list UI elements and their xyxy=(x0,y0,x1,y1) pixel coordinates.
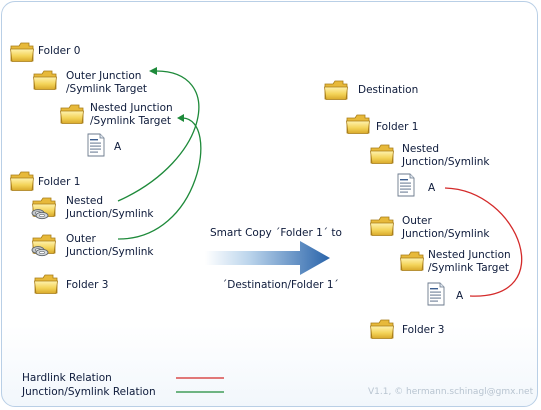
dest-file-a1-icon xyxy=(397,173,415,197)
dest-outer-label-2: Junction/Symlink xyxy=(402,228,490,240)
nested-junction-relation xyxy=(117,117,202,240)
dest-nested-target-folder-icon xyxy=(400,251,424,271)
dest-nested-label-1: Nested xyxy=(402,143,440,155)
outer-link-label-1: Outer xyxy=(66,233,96,245)
folder3-label: Folder 3 xyxy=(66,279,109,291)
outer-target-folder-icon xyxy=(33,70,57,90)
outer-target-label-1: Outer Junction xyxy=(66,70,142,82)
outer-link-label-2: Junction/Symlink xyxy=(66,246,154,258)
copy-caption-line1: Smart Copy ´Folder 1´ to xyxy=(210,227,342,239)
folder1-label: Folder 1 xyxy=(38,176,81,188)
hardlink-relation xyxy=(444,187,523,297)
nested-link-icon xyxy=(32,198,56,219)
legend-hardlink-label: Hardlink Relation xyxy=(22,372,112,384)
version-credit: V1.1, © hermann.schinagl@gmx.net xyxy=(368,387,534,397)
folder0-label: Folder 0 xyxy=(38,45,81,57)
dest-folder3-label: Folder 3 xyxy=(402,324,445,336)
folder3-icon xyxy=(34,274,58,294)
destination-label: Destination xyxy=(358,84,419,96)
dest-outer-folder-icon xyxy=(370,216,394,236)
nested-link-label-1: Nested xyxy=(66,195,104,207)
file-a-icon xyxy=(87,133,105,157)
dest-nested-label-2: Junction/Symlink xyxy=(402,156,490,168)
dest-file-a1-label: A xyxy=(428,182,436,194)
destination-folder-icon xyxy=(324,80,348,100)
dest-folder3-icon xyxy=(370,319,394,339)
nested-link-label-2: Junction/Symlink xyxy=(66,208,154,220)
folder1-icon xyxy=(10,171,34,191)
dest-file-a2-icon xyxy=(427,282,445,306)
dest-nested-target-label-1: Nested Junction xyxy=(428,249,511,261)
dest-nested-folder-icon xyxy=(370,144,394,164)
copy-caption-line2: ´Destination/Folder 1´ xyxy=(222,279,339,291)
outer-junction-relation xyxy=(117,70,200,202)
dest-folder1-icon xyxy=(346,114,370,134)
folder0-icon xyxy=(10,42,34,62)
nested-target-folder-icon xyxy=(60,104,84,124)
nested-target-label-2: /Symlink Target xyxy=(90,115,172,127)
file-a-label: A xyxy=(114,141,122,153)
dest-folder1-label: Folder 1 xyxy=(376,121,419,133)
outer-junction-arrowhead xyxy=(149,67,157,75)
dest-file-a2-label: A xyxy=(456,290,464,302)
outer-target-label-2: /Symlink Target xyxy=(66,83,148,95)
dest-nested-target-label-2: /Symlink Target xyxy=(428,262,510,274)
outer-link-icon xyxy=(32,235,56,256)
copy-arrow xyxy=(205,241,330,275)
nested-target-label-1: Nested Junction xyxy=(90,102,173,114)
nested-junction-arrowhead xyxy=(177,114,184,122)
legend-junction-label: Junction/Symlink Relation xyxy=(22,386,156,398)
dest-outer-label-1: Outer xyxy=(402,215,432,227)
